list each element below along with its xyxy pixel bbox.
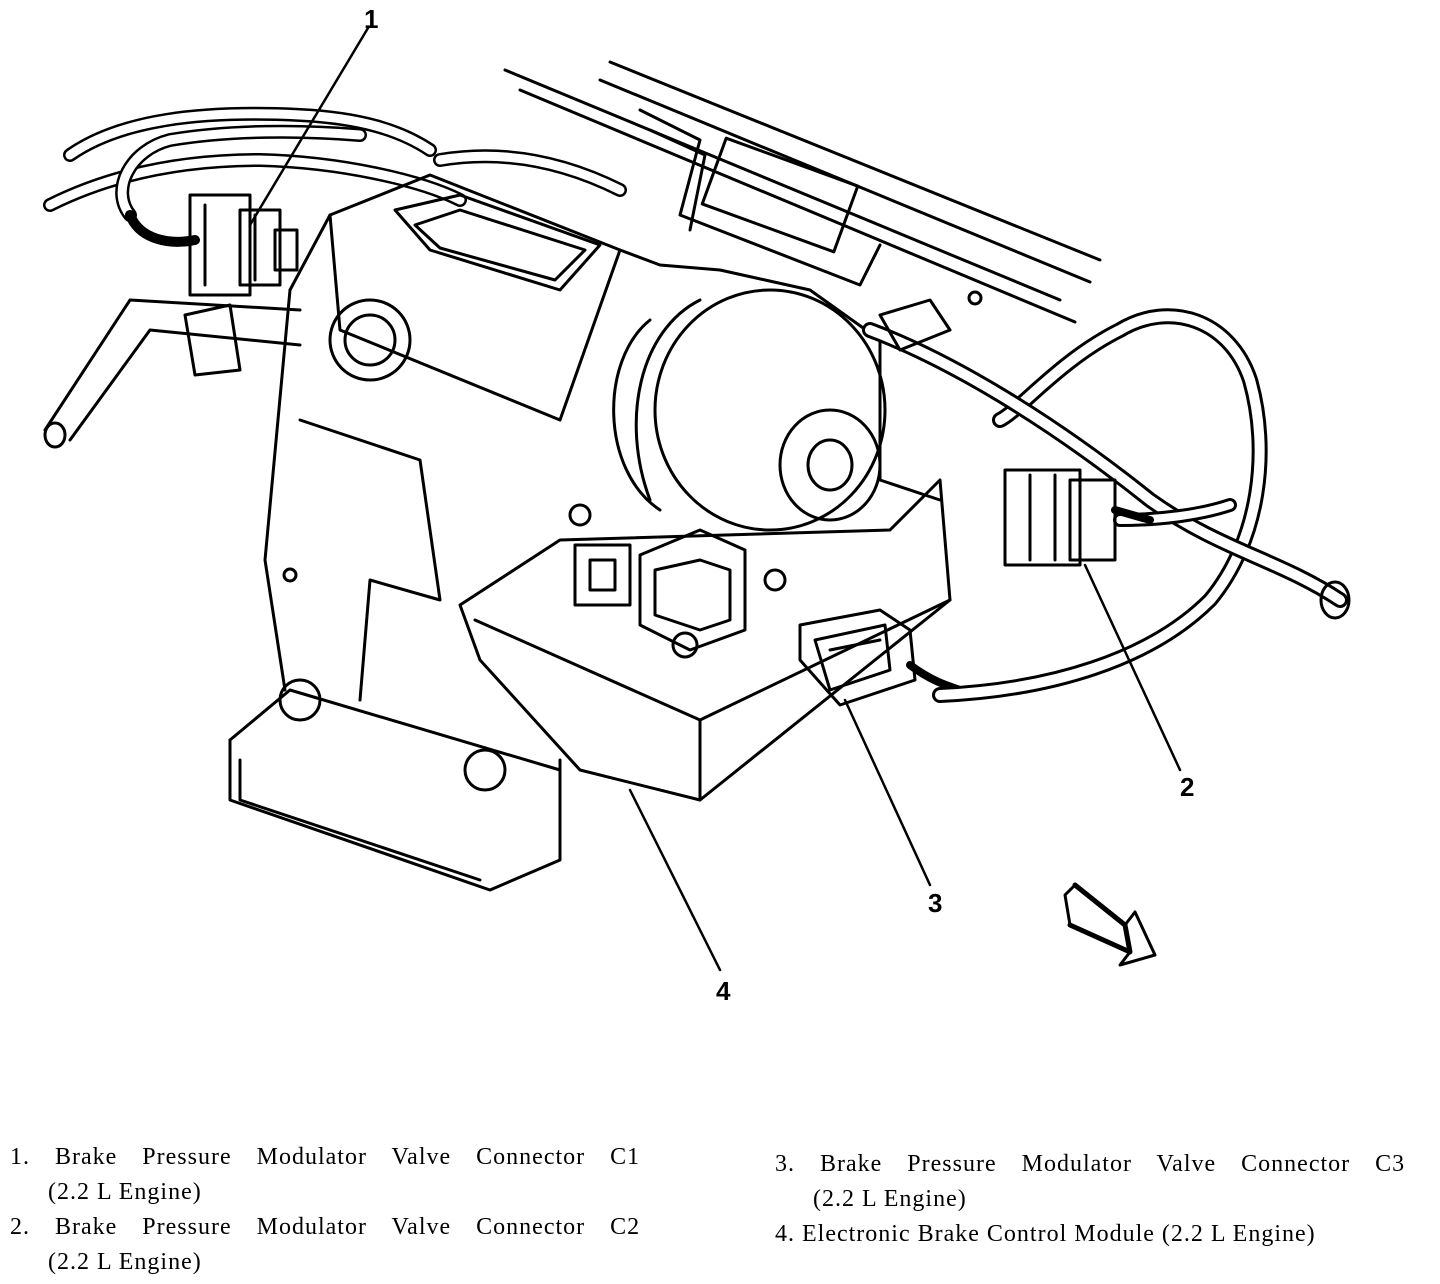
legend-item-3-text: Brake Pressure Modulator Valve Connector…	[820, 1151, 1406, 1177]
callout-1: 1	[364, 4, 379, 34]
brake-line	[43, 298, 302, 449]
leader-lines	[248, 26, 1182, 972]
legend-item-4-number: 4.	[775, 1221, 795, 1247]
direction-arrow-icon	[1063, 882, 1157, 967]
legend-item-2-sub: (2.2 L Engine)	[48, 1249, 202, 1275]
legend-right-column: 3. Brake Pressure Modulator Valve Connec…	[775, 1147, 1405, 1252]
legend-item-1: 1. Brake Pressure Modulator Valve Connec…	[10, 1140, 640, 1175]
legend-item-2: 2. Brake Pressure Modulator Valve Connec…	[10, 1210, 640, 1245]
connector-c2	[1003, 468, 1154, 567]
legend-item-1-sub: (2.2 L Engine)	[48, 1179, 202, 1205]
modulator-body	[228, 173, 942, 892]
wiring-harness-right	[862, 290, 1351, 703]
connector-c1	[188, 193, 299, 297]
legend-item-3-sub: (2.2 L Engine)	[813, 1186, 967, 1212]
chassis-rails	[503, 60, 1102, 324]
legend-item-3-number: 3.	[775, 1151, 795, 1177]
legend-item-4: 4. Electronic Brake Control Module (2.2 …	[775, 1217, 1405, 1252]
legend-item-3: 3. Brake Pressure Modulator Valve Connec…	[775, 1147, 1405, 1182]
wiring-harness-left	[43, 106, 627, 247]
legend-item-2-text: Brake Pressure Modulator Valve Connector…	[55, 1214, 641, 1240]
callout-3: 3	[928, 888, 943, 918]
ebcm-module	[458, 478, 952, 802]
legend-item-1-number: 1.	[10, 1144, 30, 1170]
legend-left-column: 1. Brake Pressure Modulator Valve Connec…	[10, 1140, 640, 1280]
legend-item-1-text: Brake Pressure Modulator Valve Connector…	[55, 1144, 641, 1170]
pump-motor	[612, 288, 887, 532]
legend-item-2-number: 2.	[10, 1214, 30, 1240]
callout-2: 2	[1180, 772, 1195, 802]
callout-4: 4	[716, 976, 731, 1006]
brake-module-illustration	[43, 26, 1351, 972]
connector-c3	[798, 608, 964, 707]
legend-item-4-text: Electronic Brake Control Module (2.2 L E…	[802, 1221, 1316, 1247]
